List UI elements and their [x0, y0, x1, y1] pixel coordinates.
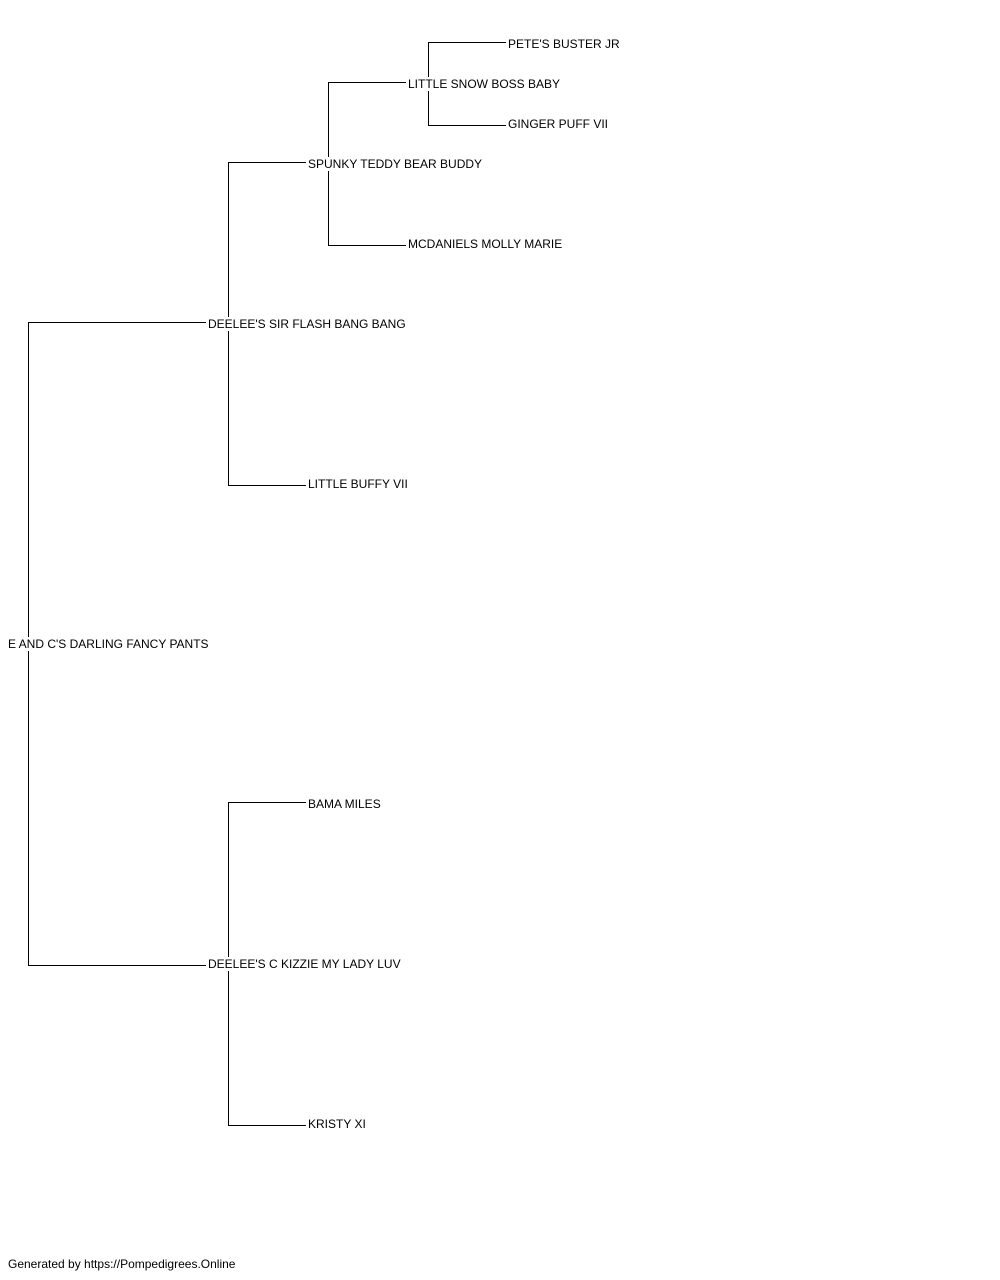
sire-dam-name: LITTLE BUFFY VII: [307, 477, 409, 491]
sire-name: DEELEE'S SIR FLASH BANG BANG: [207, 317, 407, 331]
sire-sire-dam-name: MCDANIELS MOLLY MARIE: [407, 237, 564, 251]
sire-sire-sire-dam-name: GINGER PUFF VII: [507, 117, 610, 131]
sire-sire-sire-sire-name: PETE'S BUSTER JR: [507, 37, 621, 51]
sire-sire-name: SPUNKY TEDDY BEAR BUDDY: [307, 157, 484, 171]
sire-sire-sire-name: LITTLE SNOW BOSS BABY: [407, 77, 562, 91]
subject-name: E AND C'S DARLING FANCY PANTS: [7, 637, 210, 651]
dam-sire-name: BAMA MILES: [307, 797, 382, 811]
generated-by-footer: Generated by https://Pompedigrees.Online: [8, 1257, 236, 1271]
dam-dam-name: KRISTY XI: [307, 1117, 367, 1131]
dam-name: DEELEE'S C KIZZIE MY LADY LUV: [207, 957, 402, 971]
